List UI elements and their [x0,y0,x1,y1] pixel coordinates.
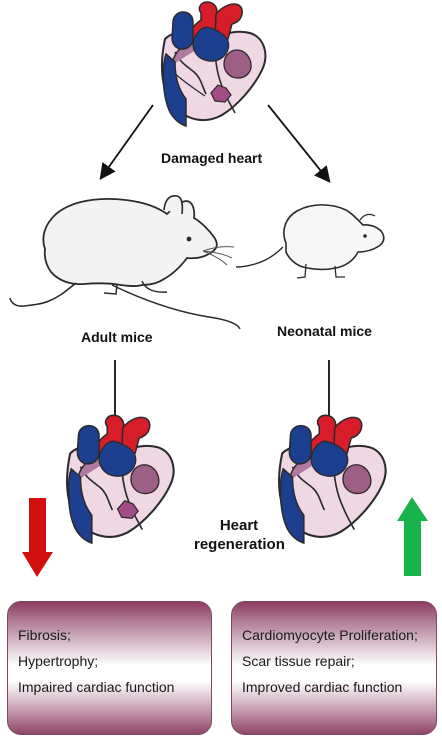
neonatal-mice-label: Neonatal mice [277,323,372,339]
arrow-to-neonatal [267,104,331,183]
adult-outcome-item: Fibrosis; [18,627,71,643]
damaged-heart-icon [161,1,267,128]
adult-outcome-item: Hypertrophy; [18,653,99,669]
adult-mouse-icon [9,195,241,330]
heart-regeneration-line-1: Heart [219,517,259,534]
neonatal-outcomes-box: Cardiomyocyte Proliferation; Scar tissue… [231,601,437,735]
down-arrow-icon [22,498,53,577]
neonatal-outcome-item: Improved cardiac function [242,679,403,695]
heart-regeneration-label: Heart regeneration [194,517,285,555]
arrow-to-adult [99,104,154,180]
neonatal-mouse-icon [235,204,385,279]
neonatal-outcome-item: Scar tissue repair; [242,653,355,669]
neonatal-outcome-item: Cardiomyocyte Proliferation; [242,627,418,643]
adult-heart-icon [66,414,175,545]
neonatal-heart-icon [278,414,387,545]
adult-outcome-item: Impaired cardiac function [18,679,175,695]
adult-outcomes-box: Fibrosis; Hypertrophy; Impaired cardiac … [7,601,212,735]
up-arrow-icon [397,497,428,576]
damaged-heart-label: Damaged heart [161,150,263,166]
adult-mice-label: Adult mice [81,329,153,345]
heart-regeneration-line-2: regeneration [194,535,285,553]
